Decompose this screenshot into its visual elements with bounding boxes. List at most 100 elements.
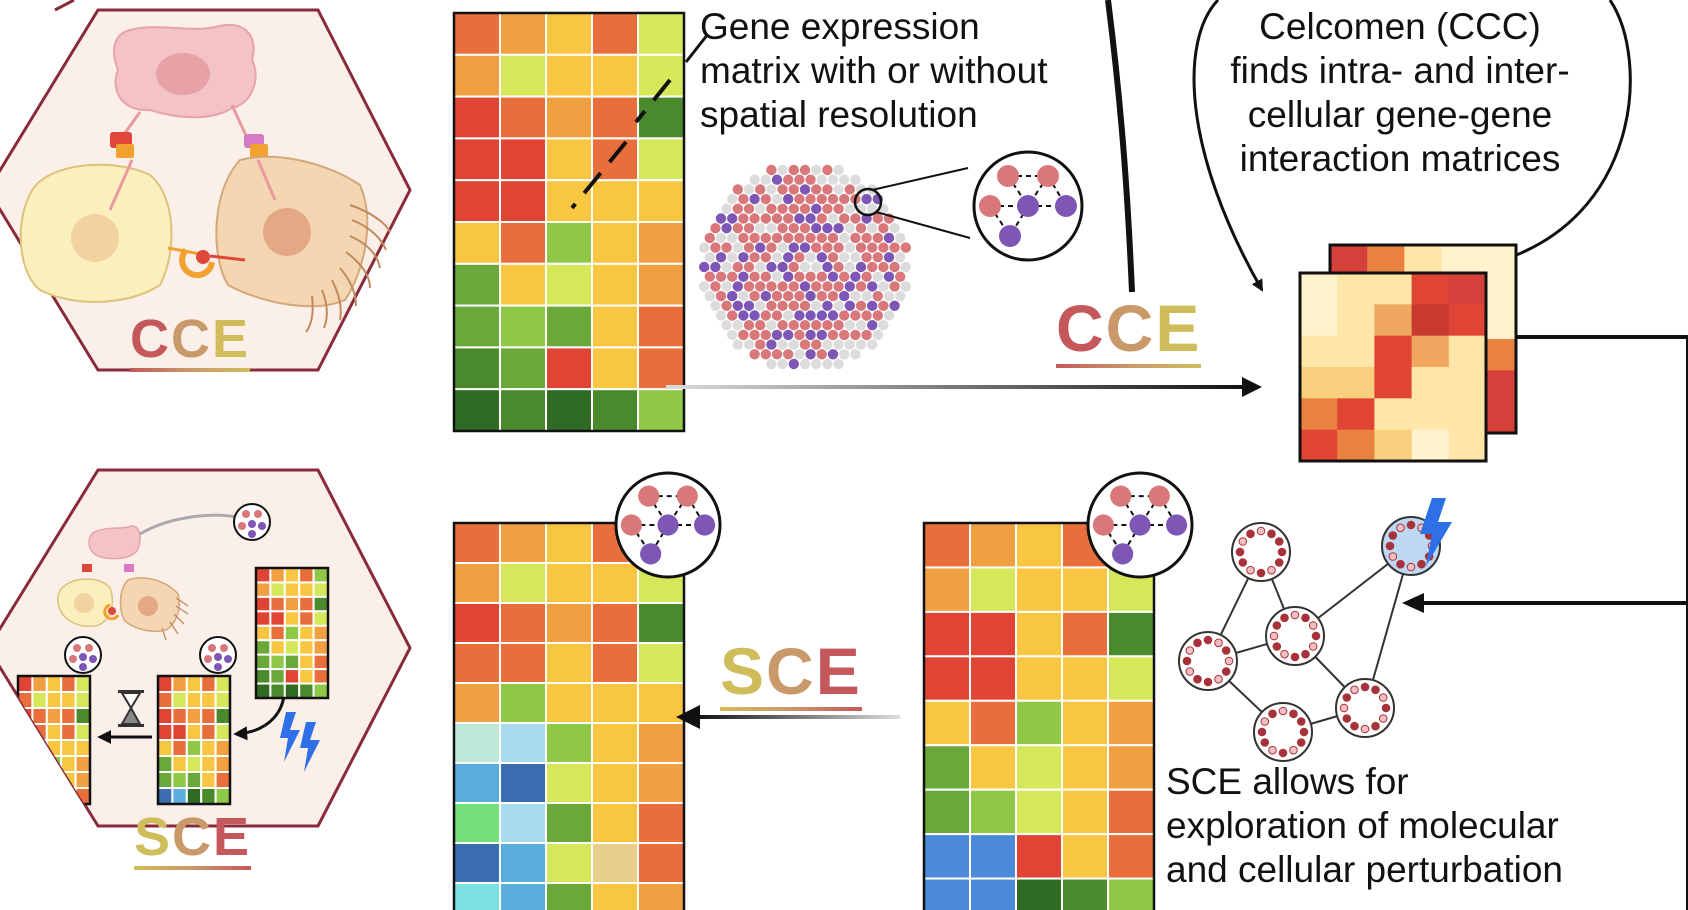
spot — [748, 290, 761, 303]
logo-text: SCE — [720, 634, 862, 708]
spot — [888, 241, 901, 254]
spot — [765, 319, 778, 332]
spot — [871, 328, 884, 341]
spot — [843, 183, 856, 196]
spot — [804, 348, 817, 361]
spot — [855, 222, 868, 235]
spot — [771, 348, 784, 361]
spot — [810, 299, 823, 312]
network-node — [1253, 702, 1313, 762]
spot — [765, 299, 778, 312]
spot — [759, 231, 772, 244]
spot — [804, 270, 817, 283]
spot — [709, 280, 722, 293]
spot — [731, 222, 744, 235]
network-icon — [614, 471, 722, 579]
spot — [776, 202, 789, 215]
spot — [866, 241, 879, 254]
spot — [843, 338, 856, 351]
spot — [731, 319, 744, 332]
spot — [849, 173, 862, 186]
spot — [832, 183, 845, 196]
caption-line: interaction matrices — [1239, 138, 1561, 179]
spot — [720, 260, 733, 273]
spot — [877, 222, 890, 235]
spot — [703, 251, 716, 264]
spot — [843, 202, 856, 215]
spot — [832, 299, 845, 312]
spot — [793, 348, 806, 361]
spot — [782, 328, 795, 341]
caption-line: exploration of molecular — [1166, 805, 1559, 846]
spot — [720, 299, 733, 312]
spot — [894, 231, 907, 244]
spot — [787, 202, 800, 215]
spot — [832, 260, 845, 273]
spot — [866, 260, 879, 273]
spot — [715, 231, 728, 244]
spot — [810, 357, 823, 370]
spot — [866, 222, 879, 235]
spot — [810, 241, 823, 254]
spot — [782, 193, 795, 206]
spot — [804, 173, 817, 186]
spot — [759, 328, 772, 341]
celcomen-caption: Celcomen (CCC) finds intra- and inter- c… — [1180, 5, 1620, 181]
spot — [827, 348, 840, 361]
spot — [776, 222, 789, 235]
spot — [804, 290, 817, 303]
spot — [871, 231, 884, 244]
spot — [877, 260, 890, 273]
spot — [759, 309, 772, 322]
gene-matrix-caption: Gene expression matrix with or without s… — [700, 5, 1048, 137]
spot — [899, 241, 912, 254]
spot — [737, 328, 750, 341]
spot — [726, 251, 739, 264]
spot — [748, 348, 761, 361]
spot — [804, 328, 817, 341]
logo-text: CCE — [130, 309, 251, 369]
spot — [787, 357, 800, 370]
spot — [860, 270, 873, 283]
spot — [759, 290, 772, 303]
spot — [787, 241, 800, 254]
spot — [860, 231, 873, 244]
spot — [776, 319, 789, 332]
spot — [815, 231, 828, 244]
spot — [827, 173, 840, 186]
spot — [883, 251, 896, 264]
spot — [860, 251, 873, 264]
spot — [899, 280, 912, 293]
spot — [715, 251, 728, 264]
spot — [793, 173, 806, 186]
spot — [776, 260, 789, 273]
spot — [754, 222, 767, 235]
spot — [860, 309, 873, 322]
spot — [754, 260, 767, 273]
spot — [877, 280, 890, 293]
spot — [787, 299, 800, 312]
spot — [799, 241, 812, 254]
spot — [810, 338, 823, 351]
spot — [765, 357, 778, 370]
spot — [827, 212, 840, 225]
spot — [849, 309, 862, 322]
spot — [832, 202, 845, 215]
caption-line: matrix with or without — [700, 50, 1048, 91]
spot — [737, 270, 750, 283]
spot — [709, 299, 722, 312]
spot — [821, 183, 834, 196]
cce-logo-hexagon: CCE — [130, 308, 251, 372]
spot — [843, 280, 856, 293]
spot — [782, 290, 795, 303]
spot — [771, 251, 784, 264]
spot — [765, 280, 778, 293]
spot — [799, 357, 812, 370]
spot — [698, 280, 711, 293]
spot — [771, 290, 784, 303]
spot — [815, 212, 828, 225]
spot — [883, 309, 896, 322]
spot — [731, 183, 744, 196]
spot — [843, 241, 856, 254]
sce-logo-hexagon: SCE — [134, 806, 252, 870]
